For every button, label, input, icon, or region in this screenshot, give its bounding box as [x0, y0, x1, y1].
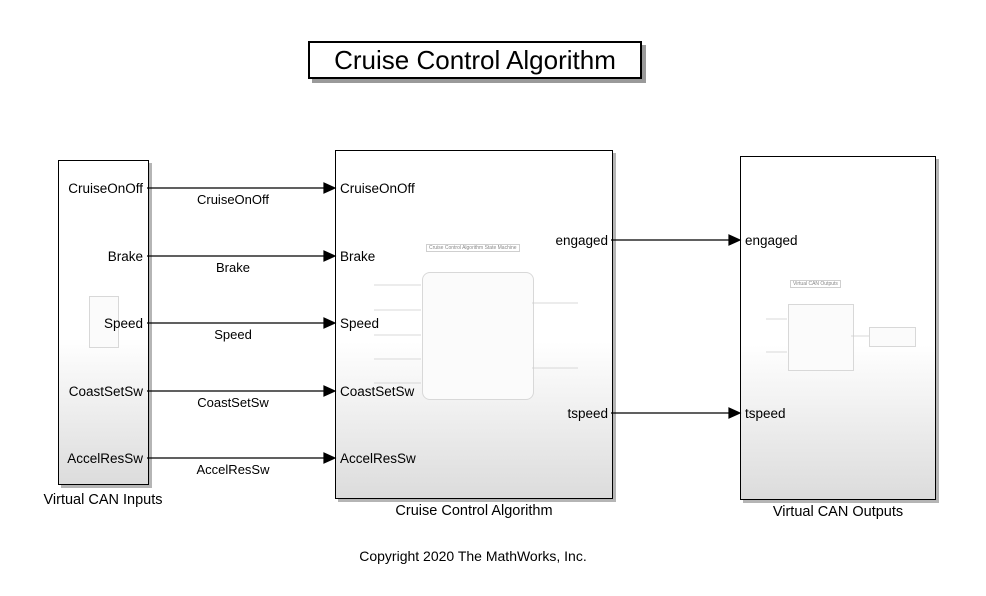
arrow-head: [323, 452, 337, 464]
arrow-head: [323, 385, 337, 397]
copyright-notice: Copyright 2020 The MathWorks, Inc.: [359, 548, 587, 564]
state-machine-label: Cruise Control Algorithm State Machine: [426, 244, 520, 252]
model-title: Cruise Control Algorithm: [308, 41, 642, 79]
inputs-port-brake: Brake: [107, 249, 143, 264]
algorithm-block-caption: Cruise Control Algorithm: [395, 503, 553, 519]
arrow-head: [323, 250, 337, 262]
algo-out-port-tspeed: tspeed: [567, 406, 608, 421]
algo-in-port-cruiseonoff: CruiseOnOff: [340, 181, 415, 196]
state-machine-thumbnail: [422, 272, 534, 400]
arrow-head: [323, 182, 337, 194]
inputs-port-accelressw: AccelResSw: [67, 451, 143, 466]
arrow-head: [323, 317, 337, 329]
inputs-port-speed: Speed: [103, 316, 143, 331]
virtual-can-inputs-block[interactable]: [58, 160, 149, 485]
algo-in-port-speed: Speed: [340, 316, 380, 331]
cruise-control-algorithm-block[interactable]: Cruise Control Algorithm State Machine: [335, 150, 613, 499]
algo-in-port-coastsetsw: CoastSetSw: [340, 384, 415, 399]
inputs-port-coastsetsw: CoastSetSw: [68, 384, 143, 399]
inputs-block-caption: Virtual CAN Inputs: [43, 492, 163, 508]
algo-in-port-accelressw: AccelResSw: [340, 451, 416, 466]
outputs-inner-label: Virtual CAN Outputs: [790, 280, 841, 288]
outputs-display-thumbnail: [869, 327, 916, 347]
signal-label-accelressw: AccelResSw: [196, 462, 270, 477]
signal-label-cruiseonoff: CruiseOnOff: [196, 192, 269, 207]
signal-label-coastsetsw: CoastSetSw: [197, 395, 269, 410]
arrow-head: [728, 407, 742, 419]
inputs-thumbnail: [89, 296, 119, 348]
algo-in-port-brake: Brake: [340, 249, 376, 264]
signal-label-brake: Brake: [216, 260, 250, 275]
outputs-in-port-tspeed: tspeed: [745, 406, 786, 421]
outputs-thumbnail: [788, 304, 854, 371]
arrow-head: [728, 234, 742, 246]
inputs-port-cruiseonoff: CruiseOnOff: [68, 181, 143, 196]
virtual-can-outputs-block[interactable]: Virtual CAN Outputs: [740, 156, 936, 500]
algo-out-port-engaged: engaged: [555, 233, 608, 248]
signal-label-speed: Speed: [214, 327, 252, 342]
outputs-block-caption: Virtual CAN Outputs: [772, 504, 904, 520]
outputs-in-port-engaged: engaged: [745, 233, 798, 248]
